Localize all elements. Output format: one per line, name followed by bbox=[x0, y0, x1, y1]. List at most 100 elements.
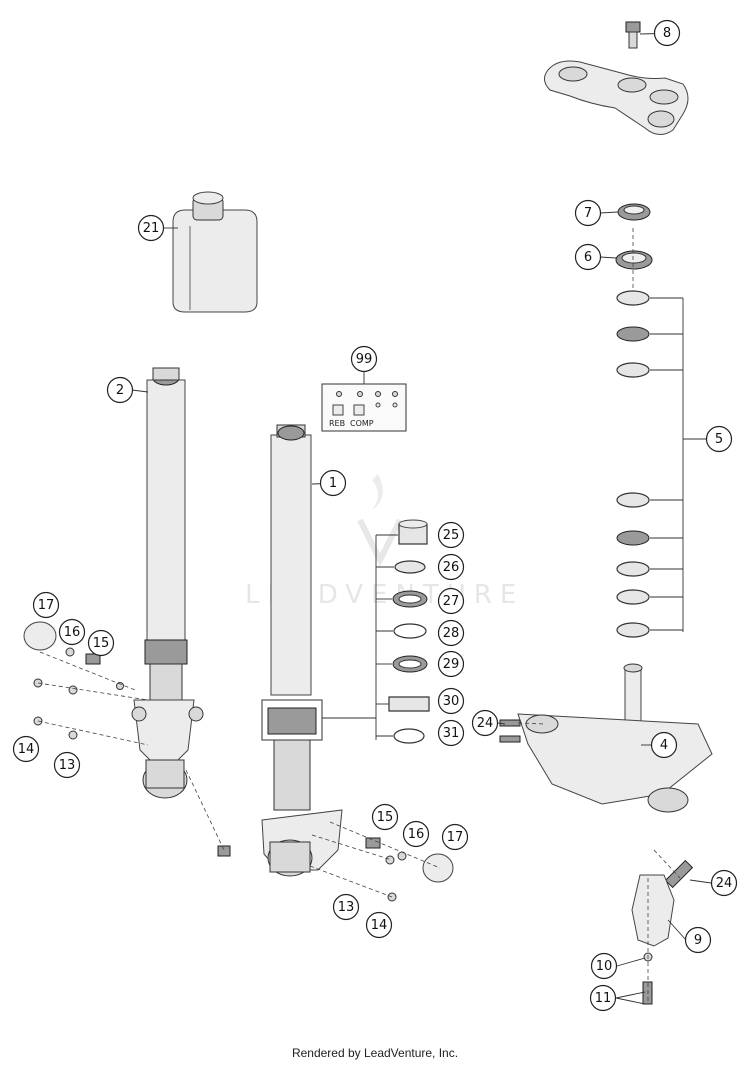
clamp-bolts-right[interactable] bbox=[385, 855, 397, 902]
callout-number: 99 bbox=[356, 352, 373, 367]
callout-4[interactable]: 4 bbox=[650, 731, 678, 759]
callout-30[interactable]: 30 bbox=[437, 687, 465, 715]
callout-circle bbox=[32, 591, 60, 619]
callout-number: 8 bbox=[663, 26, 671, 41]
axle-cap-right[interactable] bbox=[365, 837, 454, 883]
callout-17[interactable]: 17 bbox=[441, 823, 469, 851]
callout-circle bbox=[319, 469, 347, 497]
callout-number: 14 bbox=[371, 918, 388, 933]
kit-label-reb: REB bbox=[329, 419, 345, 428]
callout-number: 28 bbox=[443, 626, 460, 641]
leader-lines bbox=[131, 32, 712, 1005]
callout-circle bbox=[471, 709, 499, 737]
callout-11[interactable]: 11 bbox=[589, 984, 617, 1012]
callout-number: 2 bbox=[116, 383, 124, 398]
callout-number: 6 bbox=[584, 250, 592, 265]
callout-26[interactable]: 26 bbox=[437, 553, 465, 581]
callout-number: 15 bbox=[377, 810, 394, 825]
callout-number: 17 bbox=[38, 598, 55, 613]
upper-triple-clamp[interactable] bbox=[544, 21, 689, 135]
callout-number: 1 bbox=[329, 476, 337, 491]
dashed-assembly-lines bbox=[37, 228, 681, 1004]
callout-number: 5 bbox=[715, 432, 723, 447]
callout-circle bbox=[705, 425, 733, 453]
callout-17[interactable]: 17 bbox=[32, 591, 60, 619]
callout-16[interactable]: 16 bbox=[402, 820, 430, 848]
callout-circle bbox=[441, 823, 469, 851]
callout-14[interactable]: 14 bbox=[12, 735, 40, 763]
callout-21[interactable]: 21 bbox=[137, 214, 165, 242]
callout-99[interactable]: 99 bbox=[350, 345, 378, 373]
callout-13[interactable]: 13 bbox=[53, 751, 81, 779]
lower-triple-clamp[interactable] bbox=[499, 663, 713, 889]
callout-5[interactable]: 5 bbox=[705, 425, 733, 453]
callout-number: 10 bbox=[596, 959, 613, 974]
callout-10[interactable]: 10 bbox=[590, 952, 618, 980]
callout-25[interactable]: 25 bbox=[437, 521, 465, 549]
callout-13[interactable]: 13 bbox=[332, 893, 360, 921]
callout-14[interactable]: 14 bbox=[365, 911, 393, 939]
callout-2[interactable]: 2 bbox=[106, 376, 134, 404]
axle-cap-left[interactable] bbox=[23, 621, 101, 665]
clamp-bolts-left[interactable] bbox=[33, 678, 124, 740]
callout-15[interactable]: 15 bbox=[371, 803, 399, 831]
callout-27[interactable]: 27 bbox=[437, 587, 465, 615]
steering-head-bearing-set[interactable] bbox=[616, 290, 650, 638]
callout-circle bbox=[437, 587, 465, 615]
callout-circle bbox=[437, 521, 465, 549]
brake-line-bracket[interactable] bbox=[631, 874, 675, 1005]
fork-leg-right[interactable] bbox=[261, 424, 343, 877]
callout-number: 11 bbox=[595, 991, 612, 1006]
callout-24[interactable]: 24 bbox=[710, 869, 738, 897]
callout-number: 30 bbox=[443, 694, 460, 709]
callout-number: 24 bbox=[477, 716, 494, 731]
callout-circle bbox=[437, 553, 465, 581]
callout-number: 7 bbox=[584, 206, 592, 221]
callout-number: 14 bbox=[18, 742, 35, 757]
callout-circle bbox=[365, 911, 393, 939]
callout-circle bbox=[653, 19, 681, 47]
callout-circle bbox=[402, 820, 430, 848]
callout-number: 29 bbox=[443, 657, 460, 672]
callout-circle bbox=[58, 618, 86, 646]
callout-number: 31 bbox=[443, 726, 460, 741]
fork-oil-bottle[interactable] bbox=[172, 191, 258, 313]
callout-number: 15 bbox=[93, 636, 110, 651]
callout-number: 27 bbox=[443, 594, 460, 609]
callout-8[interactable]: 8 bbox=[653, 19, 681, 47]
callout-number: 21 bbox=[143, 221, 160, 236]
fork-seal-components[interactable] bbox=[388, 519, 430, 744]
callout-circle bbox=[437, 650, 465, 678]
callout-circle bbox=[650, 731, 678, 759]
callout-circle bbox=[589, 984, 617, 1012]
callout-number: 13 bbox=[59, 758, 76, 773]
callout-number: 25 bbox=[443, 528, 460, 543]
callout-circle bbox=[106, 376, 134, 404]
callout-24[interactable]: 24 bbox=[471, 709, 499, 737]
callout-29[interactable]: 29 bbox=[437, 650, 465, 678]
callout-number: 24 bbox=[716, 876, 733, 891]
callout-7[interactable]: 7 bbox=[574, 199, 602, 227]
footer-credit: Rendered by LeadVenture, Inc. bbox=[291, 1046, 459, 1060]
bearing-seals-top[interactable] bbox=[615, 203, 653, 270]
callout-circle bbox=[137, 214, 165, 242]
callout-number: 13 bbox=[338, 900, 355, 915]
callout-number: 16 bbox=[408, 827, 425, 842]
callout-31[interactable]: 31 bbox=[437, 719, 465, 747]
callout-6[interactable]: 6 bbox=[574, 243, 602, 271]
callout-number: 26 bbox=[443, 560, 460, 575]
callout-circle bbox=[574, 243, 602, 271]
fork-leg-left[interactable] bbox=[131, 367, 231, 857]
callout-number: 4 bbox=[660, 738, 668, 753]
callout-28[interactable]: 28 bbox=[437, 619, 465, 647]
callout-1[interactable]: 1 bbox=[319, 469, 347, 497]
callout-15[interactable]: 15 bbox=[87, 629, 115, 657]
callout-9[interactable]: 9 bbox=[684, 926, 712, 954]
callout-circle bbox=[371, 803, 399, 831]
callout-circle bbox=[684, 926, 712, 954]
adjuster-kit-box[interactable]: REB COMP bbox=[321, 383, 407, 432]
callout-circle bbox=[590, 952, 618, 980]
callout-16[interactable]: 16 bbox=[58, 618, 86, 646]
callout-circle bbox=[87, 629, 115, 657]
